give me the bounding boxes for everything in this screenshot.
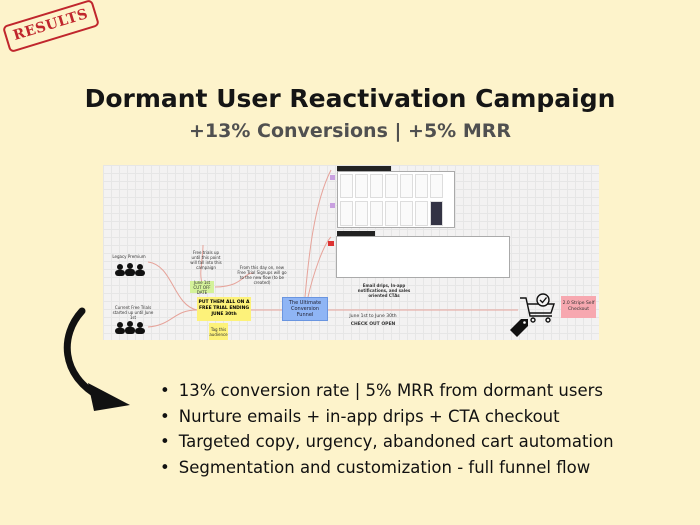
main-note: PUT THEM ALL ON A FREE TRIAL ENDING JUNE… — [197, 297, 251, 321]
email-drips-text: Email drips, In-app notifications, and s… — [357, 283, 411, 298]
free-trials-label: Current Free Trials started up until Jun… — [112, 305, 154, 320]
cutoff-note: June 1st CUT OFF DATE — [190, 280, 214, 295]
free-trials-text: Free trials up until this point will fal… — [190, 250, 222, 270]
results-list: 13% conversion rate | 5% MRR from dorman… — [160, 380, 614, 482]
list-item: Segmentation and customization - full fu… — [160, 457, 614, 483]
list-item: Nurture emails + in-app drips + CTA chec… — [160, 406, 614, 432]
page-title: Dormant User Reactivation Campaign — [84, 84, 616, 113]
dates-text: June 1st to June 30th — [349, 314, 397, 319]
curved-arrow-icon — [63, 307, 130, 411]
mind-map-board: Legacy Premium Current Free Trials start… — [103, 165, 599, 340]
panel-header — [337, 231, 375, 236]
shopping-cart-icon — [520, 293, 555, 323]
list-item: Targeted copy, urgency, abandoned cart a… — [160, 431, 614, 457]
legacy-premium-label: Legacy Premium — [112, 254, 146, 259]
stripe-checkout-box: 2.0 Stripe Self Checkout — [561, 296, 596, 318]
people-icon — [115, 263, 145, 276]
people-icon — [115, 321, 145, 334]
results-stamp: RESULTS — [1, 0, 101, 54]
funnel-box: The Ultimate Conversion Funnel — [282, 297, 328, 321]
list-item: 13% conversion rate | 5% MRR from dorman… — [160, 380, 614, 406]
tag-audience-note: Tag this audience — [209, 323, 228, 340]
panel-header — [337, 166, 391, 171]
page-subtitle: +13% Conversions | +5% MRR — [188, 120, 512, 142]
from-day-text: From this day on, new Free Trial Signups… — [237, 265, 287, 285]
price-tag-icon — [510, 319, 528, 337]
email-screens-panel — [337, 171, 455, 228]
checkout-text: CHECK OUT OPEN — [350, 322, 396, 327]
notification-screens-panel — [336, 236, 510, 278]
